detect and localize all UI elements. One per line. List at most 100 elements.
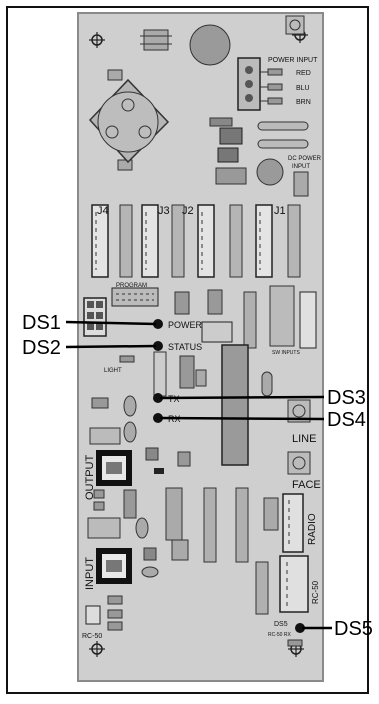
j2-label: J2 — [182, 205, 194, 217]
output-resistor-1 — [93, 489, 105, 499]
upper-regulator — [219, 127, 243, 145]
connector-j3 — [141, 204, 185, 278]
led-status — [153, 341, 163, 351]
j1-label: J1 — [274, 205, 286, 217]
sw-inputs-connector — [299, 291, 317, 349]
lower-ic-left — [165, 487, 183, 541]
bottom-left-rc50-label: RC-50 — [82, 633, 102, 640]
connector-j4 — [91, 204, 133, 278]
face-label: FACE — [292, 479, 321, 491]
status-label: STATUS — [168, 342, 202, 352]
lower-resistor-array-2 — [235, 487, 249, 563]
microcontroller-chip — [221, 344, 249, 466]
callout-line-ds3 — [159, 395, 325, 400]
rc50-connector — [279, 555, 309, 613]
lower-resistor-array-1 — [203, 487, 217, 563]
output-diode — [154, 468, 164, 474]
ds4-callout-label: DS4 — [327, 409, 366, 431]
output-label: OUTPUT — [84, 455, 96, 501]
line-potentiometer — [287, 399, 311, 423]
bottom-left-resistor-2 — [107, 609, 123, 619]
callout-line-ds1 — [65, 320, 157, 326]
oval-capacitor-3 — [135, 517, 149, 539]
output-capacitor — [177, 451, 191, 467]
lower-ic-right — [171, 539, 189, 561]
program-label: PROGRAM — [116, 283, 147, 289]
j4-label: J4 — [97, 205, 109, 217]
light-connector — [153, 351, 167, 397]
dc-capacitor — [256, 158, 284, 186]
radio-connector — [282, 493, 304, 553]
face-potentiometer — [287, 451, 311, 475]
wire-brn-label: BRN — [296, 99, 311, 106]
ds2-callout-label: DS2 — [22, 337, 61, 359]
mounting-hole-top-left — [89, 32, 105, 48]
bottom-left-resistor-1 — [107, 595, 123, 605]
left-inductor — [89, 427, 121, 445]
j3-label: J3 — [158, 205, 170, 217]
program-header — [111, 287, 159, 307]
opto-coupler — [179, 355, 195, 389]
ds5-resistor — [287, 639, 303, 647]
mounting-hole-bottom-left — [89, 641, 105, 657]
line-label: LINE — [292, 433, 316, 445]
dc-power-connector — [293, 171, 309, 197]
ds3-callout-label: DS3 — [327, 387, 366, 409]
dc-input-label: INPUT — [292, 164, 310, 170]
top-crystal — [143, 29, 169, 51]
connector-j2 — [197, 204, 243, 278]
ds5-callout-label: DS5 — [334, 618, 373, 640]
top-capacitor — [189, 24, 231, 66]
connector-j1 — [255, 204, 301, 278]
mid-transistor-2 — [207, 289, 223, 315]
ds5-silk-label: DS5 — [274, 621, 288, 628]
input-capacitor — [141, 566, 159, 578]
mid-header — [201, 321, 233, 343]
rc50-resistor-array — [255, 561, 269, 615]
bottom-left-connector — [85, 605, 101, 625]
power-input-connector — [237, 57, 283, 111]
callout-line-ds2 — [65, 344, 157, 349]
upper-resistor — [209, 117, 233, 127]
top-potentiometer — [285, 15, 305, 35]
resistor-stack — [269, 285, 295, 347]
callout-line-ds4 — [159, 416, 325, 421]
power-label: POWER — [168, 320, 203, 330]
mid-resistor-array — [243, 291, 257, 349]
wire-red-label: RED — [296, 70, 311, 77]
output-transistor — [145, 447, 159, 461]
rc50-label: RC-50 — [311, 580, 320, 604]
small-diode — [91, 397, 109, 409]
ds1-callout-label: DS1 — [22, 312, 61, 334]
power-input-label: POWER INPUT — [268, 57, 318, 64]
input-jack — [96, 548, 132, 584]
light-label: LIGHT — [104, 368, 122, 374]
led-tx — [153, 393, 163, 403]
battery-holder — [88, 69, 170, 171]
input-transistor — [143, 547, 157, 561]
rc50-rx-label: RC-50 RX — [268, 632, 291, 638]
led-power — [153, 319, 163, 329]
light-resistor — [119, 355, 135, 363]
oval-capacitor-2 — [123, 421, 137, 443]
mid-capacitor — [195, 369, 207, 387]
lower-transistor — [123, 489, 137, 519]
lower-resistor-stack — [263, 497, 279, 531]
output-jack — [96, 450, 132, 486]
lower-diode — [257, 139, 309, 149]
lower-inductor — [87, 517, 121, 539]
dc-power-label: DC POWER — [288, 156, 322, 162]
mid-transistor-1 — [174, 291, 190, 315]
output-resistor-2 — [93, 501, 105, 511]
bridge-rectifier — [215, 167, 247, 185]
oval-capacitor-1 — [123, 395, 137, 417]
radio-label: RADIO — [307, 513, 318, 545]
wire-blu-label: BLU — [296, 85, 310, 92]
sw-inputs-label: SW INPUTS — [272, 350, 300, 356]
input-label: INPUT — [84, 557, 96, 590]
upper-diode — [257, 121, 309, 131]
bottom-left-resistor-3 — [107, 621, 123, 631]
crystal-oscillator — [261, 371, 273, 397]
